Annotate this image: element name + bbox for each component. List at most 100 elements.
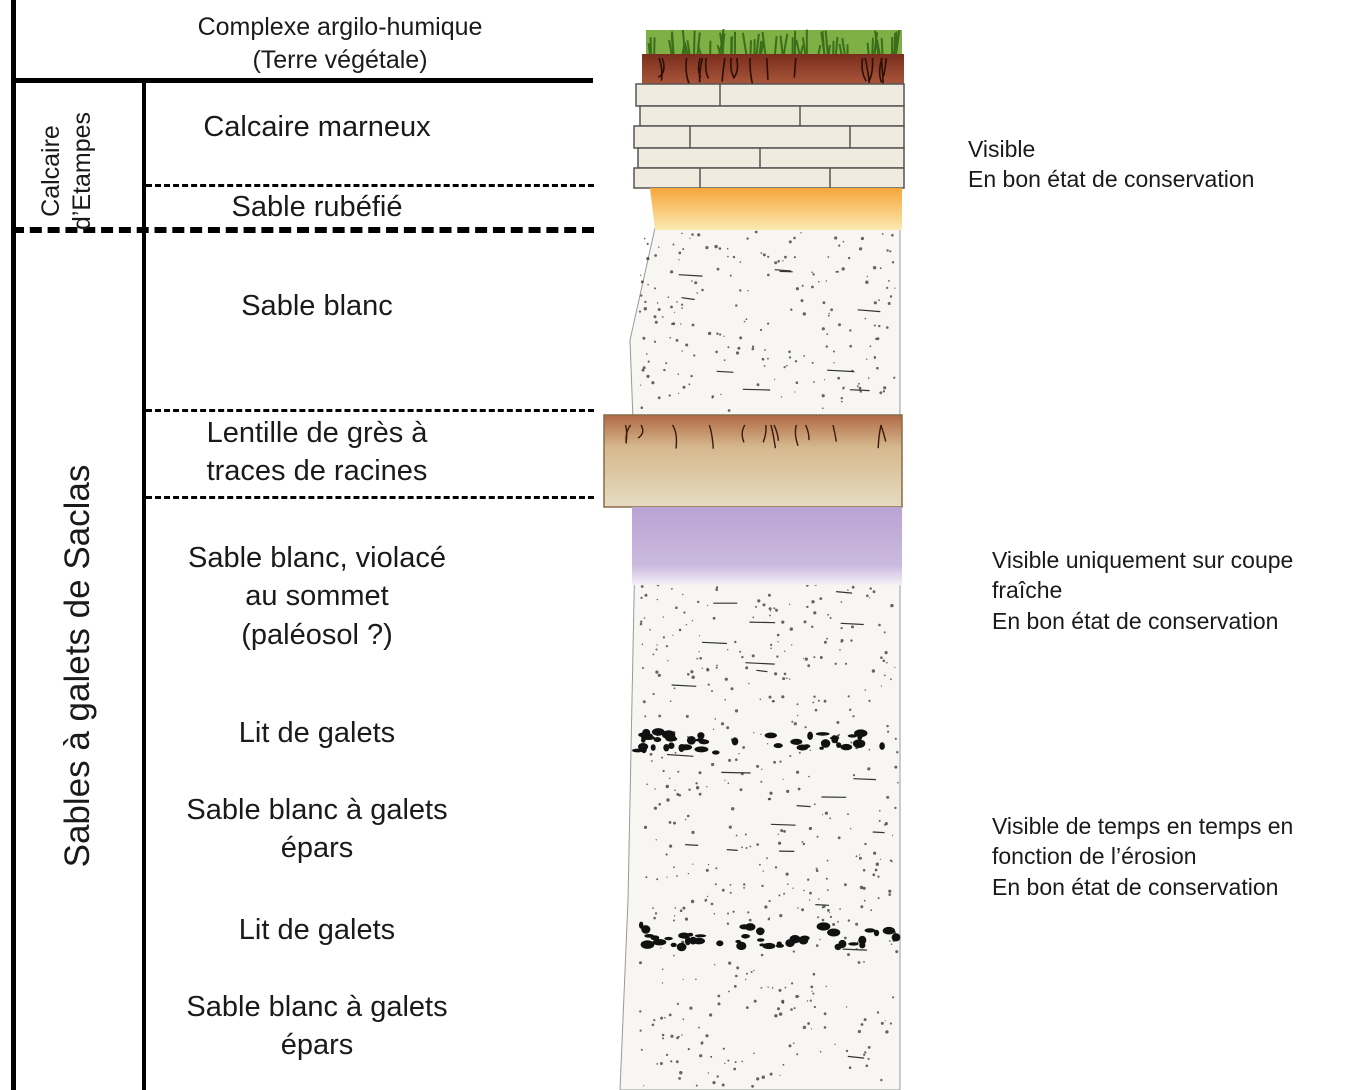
note-line: fraîche bbox=[992, 577, 1063, 604]
sand-speckle bbox=[679, 1071, 683, 1075]
root-trace bbox=[721, 57, 726, 82]
grass-blade bbox=[892, 35, 898, 57]
sand-speckle bbox=[658, 714, 662, 718]
sand-speckle bbox=[672, 243, 675, 246]
pebble bbox=[684, 936, 691, 946]
sand-speckle bbox=[640, 406, 644, 410]
sand-speckle bbox=[670, 305, 673, 309]
sand-streak bbox=[721, 771, 751, 774]
sand-speckle bbox=[879, 391, 883, 395]
sand-speckle bbox=[661, 982, 664, 984]
sand-speckle bbox=[795, 381, 799, 385]
layer-label-line: Sable blanc à galets bbox=[186, 991, 448, 1023]
pebble bbox=[790, 935, 797, 940]
sand-speckle bbox=[844, 936, 847, 940]
sand-speckle bbox=[751, 654, 755, 658]
sand-speckle bbox=[840, 627, 843, 630]
sand-speckle bbox=[808, 826, 813, 831]
lens-root-trace bbox=[671, 424, 678, 449]
sand-speckle bbox=[834, 236, 838, 240]
sand-speckle bbox=[672, 634, 674, 636]
lens-root-trace bbox=[770, 424, 777, 449]
sand-speckle bbox=[728, 990, 730, 993]
pebble bbox=[864, 928, 876, 933]
sand-speckle bbox=[797, 995, 800, 997]
root-trace bbox=[861, 57, 867, 82]
white-sand-body bbox=[619, 227, 901, 1090]
sand-speckle bbox=[837, 836, 841, 840]
sand-speckle bbox=[880, 1078, 883, 1082]
sand-speckle bbox=[891, 233, 894, 237]
sand-speckle bbox=[733, 1067, 737, 1071]
sand-speckle bbox=[655, 839, 657, 841]
sand-speckle bbox=[720, 722, 725, 726]
sand-speckle bbox=[698, 792, 702, 796]
sand-speckle bbox=[639, 961, 642, 965]
note-line: Visible bbox=[968, 136, 1036, 162]
sand-speckle bbox=[822, 301, 826, 305]
sand-speckle bbox=[837, 376, 841, 380]
grass-blade bbox=[782, 33, 789, 57]
sand-speckle bbox=[640, 596, 643, 600]
sand-speckle bbox=[669, 844, 673, 848]
sand-speckle bbox=[654, 287, 656, 290]
sand-speckle bbox=[723, 335, 725, 337]
sand-speckle bbox=[844, 883, 847, 887]
sand-speckle bbox=[733, 984, 737, 988]
sand-speckle bbox=[764, 905, 768, 909]
sand-speckle bbox=[768, 695, 772, 699]
sand-speckle bbox=[887, 730, 890, 733]
group-column-border bbox=[142, 83, 146, 1090]
sand-speckle bbox=[879, 809, 881, 812]
sand-speckle bbox=[707, 604, 709, 607]
sand-speckle bbox=[759, 863, 761, 866]
sand-speckle bbox=[878, 299, 880, 301]
sand-speckle bbox=[667, 296, 670, 299]
sand-speckle bbox=[698, 635, 701, 637]
sand-speckle bbox=[711, 690, 713, 692]
sand-speckle bbox=[670, 270, 674, 274]
sand-speckle bbox=[717, 1002, 721, 1006]
topsoil-label: Complexe argilo-humique (Terre végétale) bbox=[120, 11, 560, 76]
sand-speckle bbox=[771, 987, 774, 989]
sand-speckle bbox=[714, 718, 717, 720]
pebble bbox=[840, 743, 853, 751]
sand-speckle bbox=[774, 672, 778, 676]
sand-speckle bbox=[796, 1053, 799, 1056]
sand-speckle bbox=[685, 343, 689, 347]
sand-speckle bbox=[871, 669, 876, 673]
sand-speckle bbox=[774, 1014, 778, 1018]
sand-speckle bbox=[715, 350, 718, 354]
sand-speckle bbox=[847, 813, 849, 816]
sand-speckle bbox=[661, 316, 664, 318]
sand-speckle bbox=[673, 866, 675, 869]
grass-blade bbox=[866, 42, 870, 57]
sand-speckle bbox=[673, 915, 676, 917]
sand-speckle bbox=[804, 726, 807, 729]
pebble bbox=[819, 746, 824, 750]
sand-speckle bbox=[886, 724, 889, 728]
layer-label-line: au sommet bbox=[245, 580, 389, 613]
grass-blade bbox=[873, 35, 878, 57]
sand-speckle bbox=[649, 629, 651, 631]
sand-speckle bbox=[760, 328, 763, 332]
sand-speckle bbox=[873, 301, 877, 305]
sand-speckle bbox=[646, 374, 650, 378]
root-trace bbox=[698, 57, 704, 83]
sand-speckle bbox=[829, 915, 833, 919]
sand-speckle bbox=[870, 909, 873, 912]
sand-speckle bbox=[832, 923, 836, 926]
grass-blade bbox=[647, 43, 652, 57]
sand-speckle bbox=[778, 1012, 783, 1016]
sand-speckle bbox=[767, 593, 771, 597]
sand-speckle bbox=[788, 356, 792, 359]
sand-speckle bbox=[776, 655, 779, 658]
sand-speckle bbox=[652, 692, 655, 696]
sand-speckle bbox=[882, 390, 886, 393]
sand-speckle bbox=[654, 788, 656, 790]
sand-speckle bbox=[670, 1034, 674, 1038]
sand-speckle bbox=[891, 261, 895, 264]
sand-speckle bbox=[797, 787, 801, 791]
sand-speckle bbox=[879, 858, 882, 861]
sand-speckle bbox=[884, 1020, 886, 1022]
